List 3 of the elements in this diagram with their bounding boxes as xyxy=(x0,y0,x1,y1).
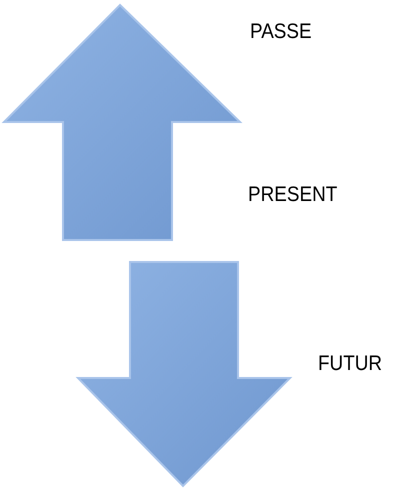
time-label: PASSE xyxy=(250,20,312,44)
time-label: FUTUR xyxy=(318,352,382,376)
time-label: PRESENT xyxy=(248,183,338,207)
